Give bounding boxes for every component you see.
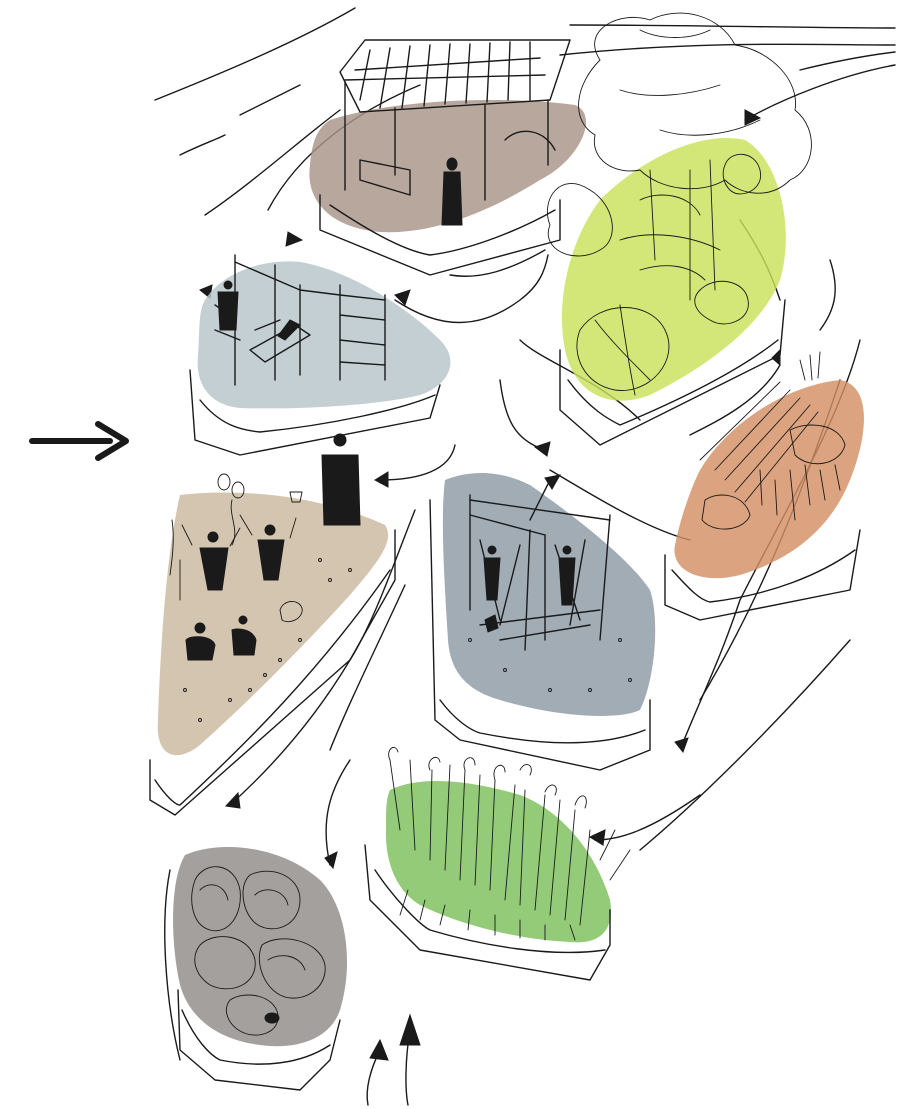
path-arrowhead-icon xyxy=(286,232,302,246)
zone-wash-seating xyxy=(674,380,863,578)
path-arrowhead-icon xyxy=(675,738,688,752)
path-arrowhead-icon xyxy=(325,852,337,868)
path-arrowhead-icon xyxy=(590,830,605,845)
entry-arrow-icon xyxy=(32,424,126,458)
zone-seating xyxy=(665,352,864,620)
zone-wash-meadow xyxy=(386,781,611,942)
zone-wash-trees xyxy=(562,138,786,401)
path-arrowhead-icon xyxy=(370,1040,388,1060)
zone-pavilion xyxy=(309,40,586,275)
path-arrowhead-icon xyxy=(535,442,550,456)
zone-boulders xyxy=(173,847,347,1090)
path-arrowhead-icon xyxy=(395,290,410,305)
zone-sand xyxy=(150,434,395,815)
path-arrowhead-icon xyxy=(375,472,388,487)
zone-wash-swings xyxy=(443,473,655,716)
zone-trees xyxy=(547,13,811,445)
path-arrowhead-icon xyxy=(745,110,760,125)
path-arrowhead-icon xyxy=(226,793,240,808)
zone-meadow xyxy=(365,747,630,980)
zone-fitness xyxy=(190,255,450,455)
path-arrowhead-icon xyxy=(400,1015,420,1045)
zone-swings xyxy=(430,473,655,770)
